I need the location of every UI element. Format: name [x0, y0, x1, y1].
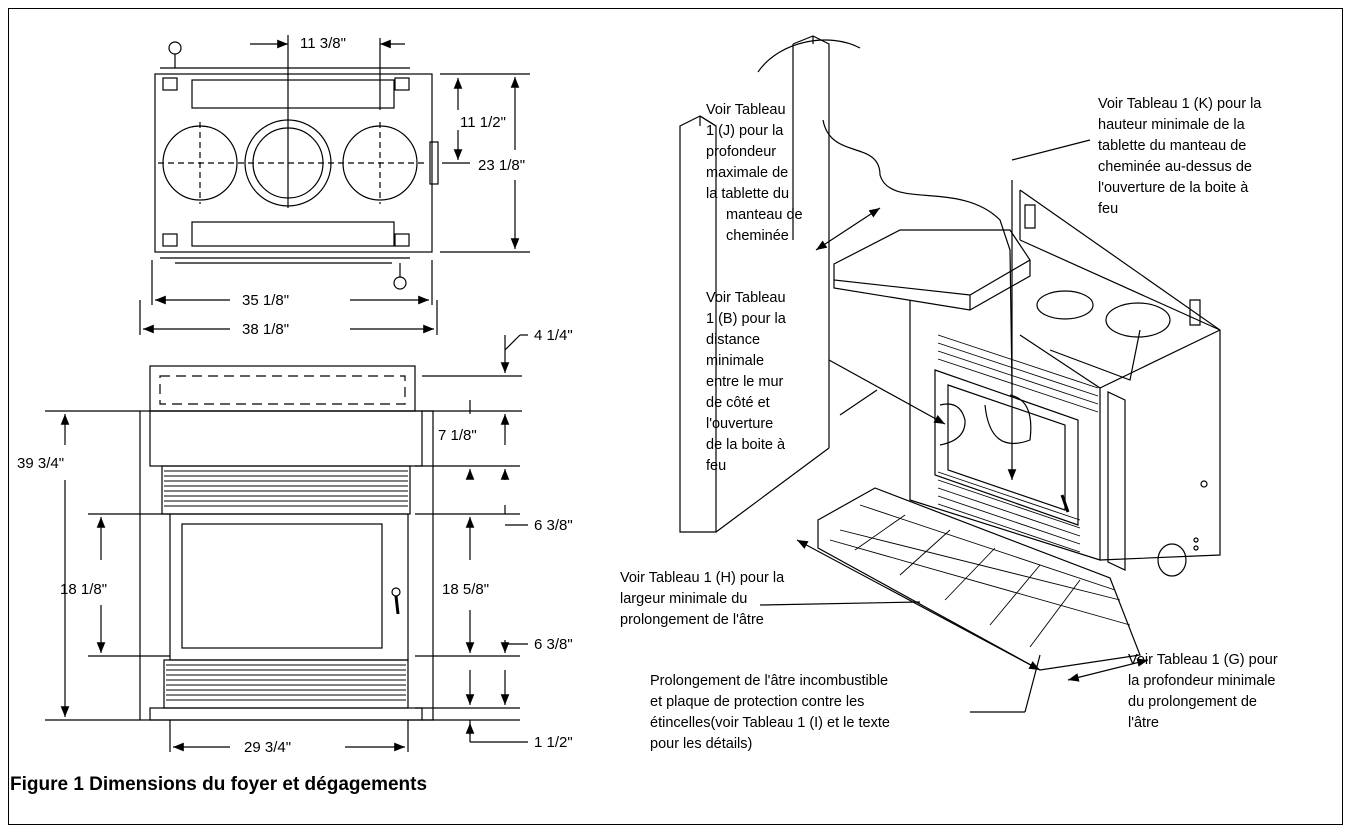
door-handle-icon: [391, 587, 401, 597]
dim-overall-width: 38 1/8": [242, 321, 289, 338]
dim-upper-louver: 6 3/8": [534, 517, 573, 534]
dim-overall-height: 39 3/4": [17, 455, 64, 472]
figure-frame: [8, 8, 1343, 825]
svg-text:la profondeur minimale: la profondeur minimale: [1128, 673, 1276, 689]
figure-caption: Figure 1 Dimensions du foyer et dégageme…: [10, 774, 428, 795]
svg-text:manteau de: manteau de: [726, 207, 803, 223]
dim-trim-height: 7 1/8": [438, 427, 477, 444]
svg-text:l'ouverture: l'ouverture: [706, 416, 773, 432]
svg-text:profondeur: profondeur: [706, 144, 776, 160]
top-view: [139, 35, 530, 335]
svg-text:la tablette du: la tablette du: [706, 186, 789, 202]
note-hearth-pad: Prolongement de l'âtre incombustible et …: [650, 673, 890, 752]
fireplace-door: [169, 513, 409, 661]
svg-text:1 (J) pour la: 1 (J) pour la: [706, 123, 784, 139]
svg-text:de la boite à: de la boite à: [706, 437, 786, 453]
dim-body-width: 35 1/8": [242, 292, 289, 309]
iso-door: [934, 369, 1079, 526]
dim-door-width: 29 3/4": [244, 739, 291, 756]
flue-collar: [1036, 290, 1094, 320]
svg-text:feu: feu: [706, 458, 726, 474]
front-view: [45, 334, 528, 752]
dim-depth-to-center: 11 1/2": [460, 114, 506, 131]
svg-text:Prolongement de l'âtre incombu: Prolongement de l'âtre incombustible: [650, 673, 888, 689]
svg-text:du prolongement de: du prolongement de: [1128, 694, 1257, 710]
front-surround: [139, 410, 434, 721]
dim-opening-height: 18 5/8": [442, 581, 489, 598]
fireplace-front: [909, 300, 1101, 561]
svg-text:entre le mur: entre le mur: [706, 374, 784, 390]
note-side-wall: Voir Tableau 1 (B) pour la distance mini…: [706, 290, 787, 474]
upper-louver: [161, 465, 411, 515]
svg-text:minimale: minimale: [706, 353, 764, 369]
dim-lower-louver: 6 3/8": [534, 636, 573, 653]
rear-wall-post: [792, 35, 830, 280]
air-inlet: [1157, 543, 1187, 577]
svg-text:Voir Tableau 1 (H) pour la: Voir Tableau 1 (H) pour la: [620, 570, 785, 586]
svg-text:distance: distance: [706, 332, 760, 348]
dim-total-depth: 23 1/8": [478, 157, 525, 174]
top-view-body: [154, 73, 433, 253]
dim-pipe-spacing: 11 3/8": [300, 35, 346, 52]
k-leader: [822, 119, 1013, 386]
svg-text:Voir Tableau 1 (K) pour la: Voir Tableau 1 (K) pour la: [1098, 96, 1262, 112]
svg-text:cheminée au-dessus de: cheminée au-dessus de: [1098, 159, 1252, 175]
svg-text:1 (B) pour la: 1 (B) pour la: [706, 311, 787, 327]
svg-text:Voir Tableau 1 (G) pour: Voir Tableau 1 (G) pour: [1128, 652, 1278, 668]
side-wall-post: [679, 115, 717, 533]
svg-text:l'âtre: l'âtre: [1128, 715, 1159, 731]
svg-text:Voir Tableau: Voir Tableau: [706, 102, 786, 118]
note-hearth-width: Voir Tableau 1 (H) pour la largeur minim…: [620, 570, 785, 628]
svg-text:cheminée: cheminée: [726, 228, 789, 244]
dim-door-height: 18 1/8": [60, 581, 107, 598]
dim-top-offset: 4 1/4": [534, 327, 573, 344]
svg-text:feu: feu: [1098, 201, 1118, 217]
svg-text:largeur minimale du: largeur minimale du: [620, 591, 747, 607]
lower-louver: [163, 659, 409, 709]
mantel-shelf: [833, 229, 1031, 296]
svg-text:pour les détails): pour les détails): [650, 736, 752, 752]
svg-text:hauteur minimale de la: hauteur minimale de la: [1098, 117, 1246, 133]
svg-text:prolongement de l'âtre: prolongement de l'âtre: [620, 612, 764, 628]
hearth-extension: [817, 487, 1141, 671]
svg-text:de côté et: de côté et: [706, 395, 770, 411]
svg-text:étincelles(voir Tableau 1 (I): étincelles(voir Tableau 1 (I) et le text…: [650, 715, 890, 731]
dim-base: 1 1/2": [534, 734, 573, 751]
isometric-view: [679, 35, 1221, 713]
svg-text:et plaque de protection contre: et plaque de protection contre les: [650, 694, 864, 710]
svg-text:Voir Tableau: Voir Tableau: [706, 290, 786, 306]
handle-icon: [168, 41, 182, 55]
svg-text:maximale de: maximale de: [706, 165, 788, 181]
svg-text:tablette du manteau de: tablette du manteau de: [1098, 138, 1246, 154]
side-panel: [1107, 391, 1126, 571]
note-mantel-depth: Voir Tableau 1 (J) pour la profondeur ma…: [706, 102, 803, 244]
svg-text:l'ouverture de la boite à: l'ouverture de la boite à: [1098, 180, 1249, 196]
note-mantel-height: Voir Tableau 1 (K) pour la hauteur minim…: [1098, 96, 1262, 217]
door-glass: [181, 523, 383, 649]
note-hearth-depth: Voir Tableau 1 (G) pour la profondeur mi…: [1128, 652, 1278, 731]
